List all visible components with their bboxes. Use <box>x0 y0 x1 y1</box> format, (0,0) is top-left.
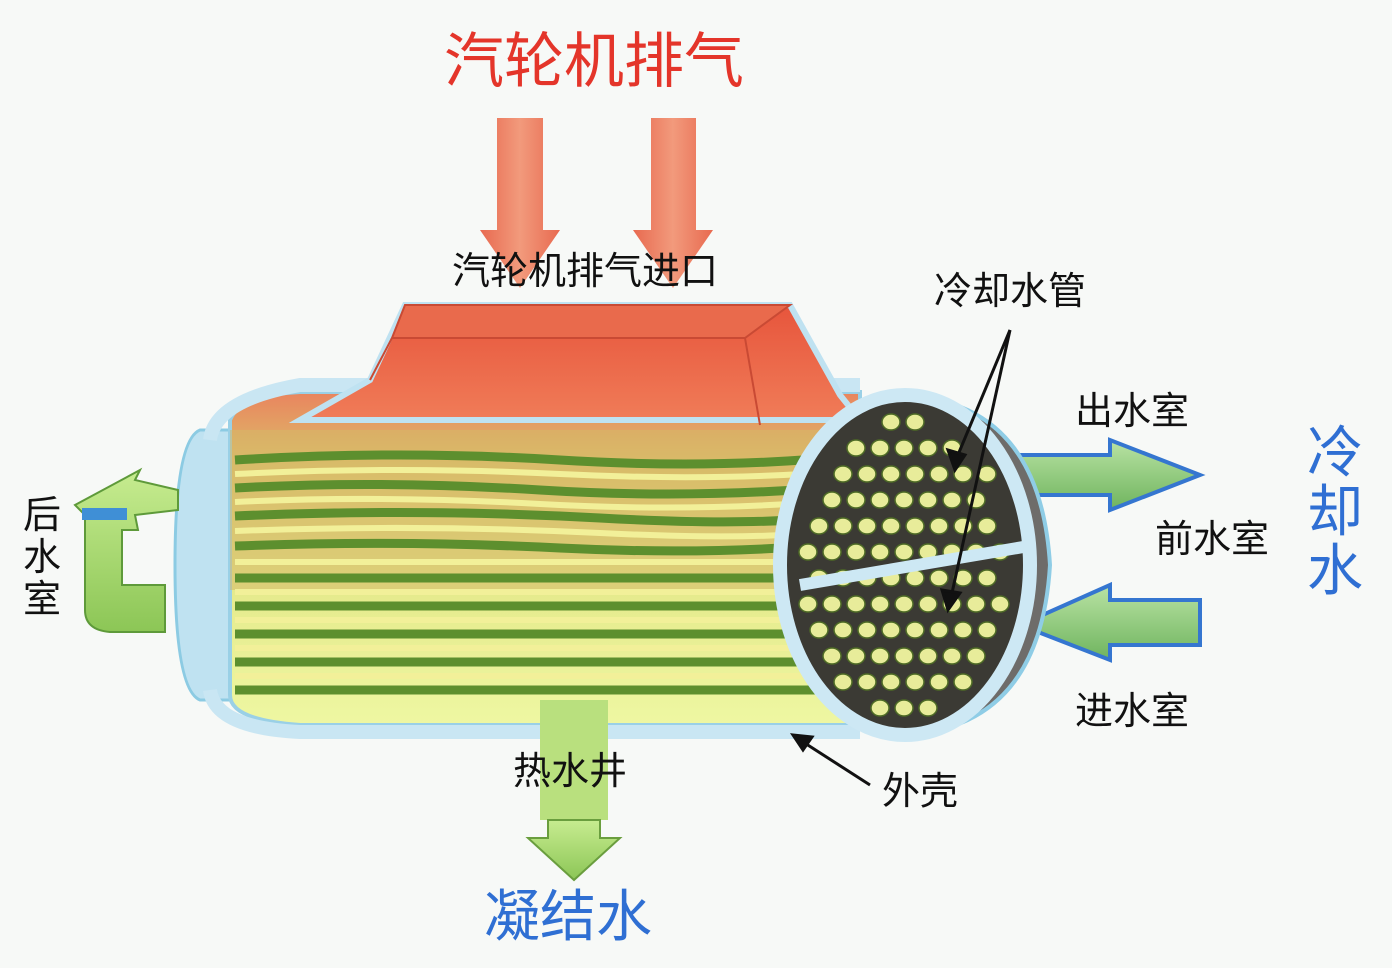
tube-hole <box>870 491 890 509</box>
tube-hole <box>846 491 866 509</box>
tube-hole <box>833 673 853 691</box>
tube-hole <box>905 413 925 431</box>
tube-hole <box>894 439 914 457</box>
tube-hole <box>881 413 901 431</box>
tube-hole <box>846 439 866 457</box>
cooling-water-label: 冷却水 <box>1307 421 1363 604</box>
tube-hole <box>857 621 877 639</box>
tube-hole <box>894 543 914 561</box>
tube-bundle <box>230 430 860 695</box>
tube-hole <box>966 491 986 509</box>
tube-hole <box>846 647 866 665</box>
front-chamber-label: 前水室 <box>1155 517 1270 561</box>
outlet-chamber-label: 出水室 <box>1075 389 1190 433</box>
hotwell-label: 热水井 <box>513 749 628 793</box>
tube-hole <box>977 569 997 587</box>
shell-label: 外壳 <box>882 769 959 813</box>
outlet-pipe <box>1018 437 1206 513</box>
inlet-pipe <box>1014 581 1202 663</box>
tube-hole <box>918 595 938 613</box>
tube-hole <box>833 517 853 535</box>
tube-hole <box>846 543 866 561</box>
tube-hole <box>966 647 986 665</box>
tube-hole <box>942 491 962 509</box>
tube-hole <box>894 647 914 665</box>
tube-hole <box>870 647 890 665</box>
tube-hole <box>881 621 901 639</box>
cooling-tube-pointers <box>939 329 1012 614</box>
tube-hole <box>809 517 829 535</box>
tube-hole <box>894 595 914 613</box>
tube-hole <box>953 673 973 691</box>
tube-hole <box>822 647 842 665</box>
tube-hole <box>966 595 986 613</box>
shell-pointer <box>789 733 871 787</box>
tube-hole <box>881 465 901 483</box>
tube-hole <box>881 517 901 535</box>
diagram-title: 汽轮机排气 <box>444 27 744 97</box>
hotwell-outlet <box>525 700 623 882</box>
exhaust-inlet-label: 汽轮机排气进口 <box>452 249 719 293</box>
exhaust-arrow-right <box>633 118 713 288</box>
tube-hole <box>870 699 890 717</box>
exhaust-arrow-left <box>480 118 560 288</box>
tube-hole <box>942 647 962 665</box>
tube-hole <box>833 465 853 483</box>
tube-hole <box>894 699 914 717</box>
tube-hole <box>905 517 925 535</box>
tube-hole <box>929 465 949 483</box>
inlet-chamber-label: 进水室 <box>1075 689 1190 733</box>
tube-hole <box>953 465 973 483</box>
tube-hole <box>881 673 901 691</box>
tube-hole <box>822 543 842 561</box>
tube-hole <box>905 673 925 691</box>
tube-hole <box>929 673 949 691</box>
tube-hole <box>918 439 938 457</box>
tube-hole <box>894 491 914 509</box>
rear-chamber-label: 后水室 <box>22 493 61 621</box>
tube-hole <box>809 621 829 639</box>
tube-hole <box>918 699 938 717</box>
tube-hole <box>929 517 949 535</box>
tube-hole <box>905 621 925 639</box>
tube-hole <box>846 595 866 613</box>
tube-hole <box>918 491 938 509</box>
rear-return-arrow <box>73 467 179 633</box>
tube-sheet-face <box>773 388 1037 742</box>
tube-hole <box>870 543 890 561</box>
rear-water-chamber <box>173 428 237 702</box>
tube-hole <box>953 621 973 639</box>
tube-hole <box>857 517 877 535</box>
tube-hole <box>870 595 890 613</box>
tube-hole <box>798 595 818 613</box>
tube-hole <box>822 595 842 613</box>
tube-hole <box>929 621 949 639</box>
tube-hole <box>833 621 853 639</box>
tube-hole <box>929 569 949 587</box>
tube-hole <box>918 647 938 665</box>
cooling-tubes-label: 冷却水管 <box>934 269 1087 313</box>
tube-hole <box>870 439 890 457</box>
tube-hole <box>977 517 997 535</box>
tube-hole <box>905 465 925 483</box>
tube-hole <box>798 543 818 561</box>
tube-hole <box>857 465 877 483</box>
tube-hole <box>977 621 997 639</box>
tube-hole <box>822 491 842 509</box>
condensate-label: 凝结水 <box>484 885 652 950</box>
tube-hole <box>990 595 1010 613</box>
tube-hole <box>857 673 877 691</box>
exhaust-hood <box>288 302 867 426</box>
